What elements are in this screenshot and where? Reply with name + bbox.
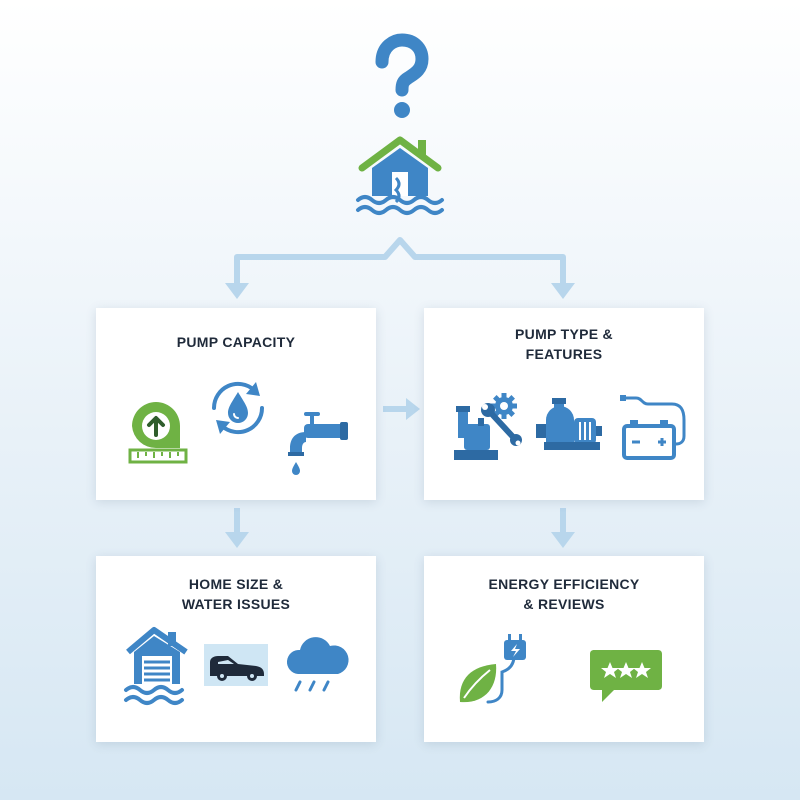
water-drop-cycle-icon (204, 374, 272, 442)
card-title: ENERGY EFFICIENCY & REVIEWS (488, 576, 640, 612)
pump-type-card: PUMP TYPE & FEATURES (424, 308, 704, 500)
home-size-card: HOME SIZE & WATER ISSUES (96, 556, 376, 742)
arrow-right-middle (406, 398, 420, 420)
arrow-down-left (225, 283, 249, 299)
pump-with-gears-icon (452, 392, 522, 464)
water-faucet-icon (286, 412, 352, 478)
flooded-garage-icon (124, 627, 190, 705)
leaf-power-plug-icon (456, 634, 530, 710)
arrow-down-right-lower (551, 532, 575, 548)
battery-backup-icon (620, 390, 686, 460)
flooded-house-icon (352, 134, 448, 218)
star-review-bubble-icon (588, 648, 664, 706)
branch-connector (234, 237, 566, 285)
pump-motor-icon (534, 398, 604, 454)
arrow-down-left-lower (225, 532, 249, 548)
energy-card: ENERGY EFFICIENCY & REVIEWS (424, 556, 704, 742)
card-title: PUMP TYPE & FEATURES (515, 326, 613, 362)
pump-capacity-card: PUMP CAPACITY (96, 308, 376, 500)
rain-cloud-icon (284, 637, 350, 698)
question-mark-icon (368, 33, 432, 120)
car-in-flood-icon (204, 644, 268, 686)
card-title: PUMP CAPACITY (176, 334, 296, 350)
card-title: HOME SIZE & WATER ISSUES (181, 576, 291, 612)
measuring-tape-up-arrow-icon (126, 394, 190, 464)
arrow-down-right (551, 283, 575, 299)
